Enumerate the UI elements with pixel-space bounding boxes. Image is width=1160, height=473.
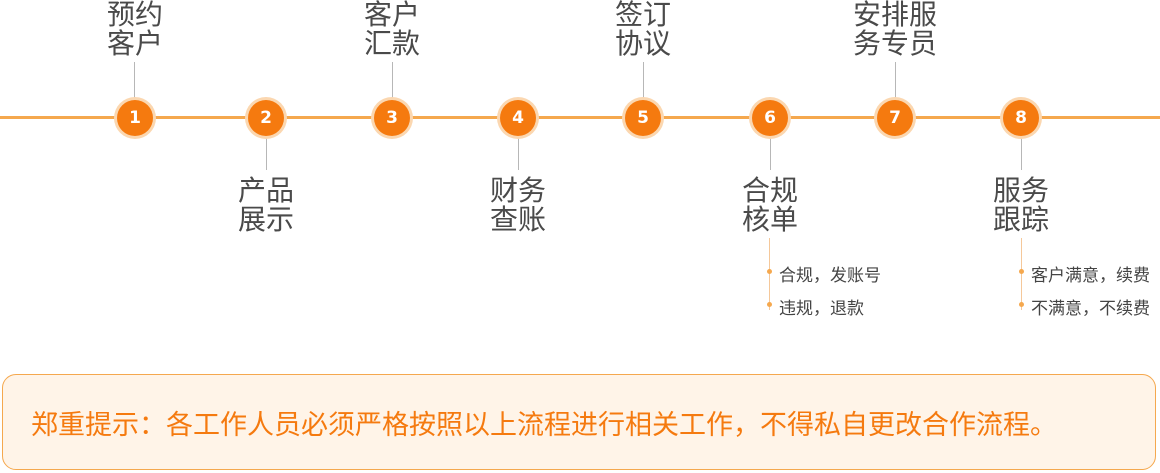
step-7-connector	[895, 62, 896, 100]
step-1-label: 预约 客户	[106, 0, 163, 60]
step-5-circle: 5	[625, 100, 661, 136]
step-7-label: 安排服 务专员	[852, 0, 937, 60]
step-3-connector	[392, 62, 393, 100]
step-6-label: 合规 核单	[741, 174, 798, 236]
step-2-connector	[266, 138, 267, 170]
timeline-line	[0, 116, 1160, 119]
step-4-connector	[518, 138, 519, 170]
step-6-sub-item: 合规，发账号	[767, 261, 881, 286]
step-2-circle: 2	[248, 100, 284, 136]
step-7-circle: 7	[877, 100, 913, 136]
step-6-circle: 6	[752, 100, 788, 136]
step-5-connector	[643, 62, 644, 100]
step-8-sub-item: 客户满意，续费	[1019, 261, 1150, 286]
step-8-circle: 8	[1003, 100, 1039, 136]
step-8-label: 服务 跟踪	[992, 174, 1049, 236]
step-8-sub-item: 不满意，不续费	[1019, 294, 1150, 319]
step-4-circle: 4	[500, 100, 536, 136]
step-8-connector	[1021, 138, 1022, 170]
step-6-sub-connector	[769, 238, 770, 310]
step-1-connector	[134, 62, 135, 100]
notice-text: 郑重提示：各工作人员必须严格按照以上流程进行相关工作，不得私自更改合作流程。	[31, 409, 1057, 441]
step-3-label: 客户 汇款	[363, 0, 420, 60]
step-3-circle: 3	[374, 100, 410, 136]
step-6-sub-item: 违规，退款	[767, 294, 864, 319]
step-2-label: 产品 展示	[237, 174, 294, 236]
step-5-label: 签订 协议	[614, 0, 671, 60]
step-8-sub-connector	[1021, 238, 1022, 310]
step-1-circle: 1	[117, 100, 153, 136]
notice-box: 郑重提示：各工作人员必须严格按照以上流程进行相关工作，不得私自更改合作流程。	[2, 374, 1156, 470]
step-4-label: 财务 查账	[489, 174, 546, 236]
step-6-connector	[770, 138, 771, 170]
